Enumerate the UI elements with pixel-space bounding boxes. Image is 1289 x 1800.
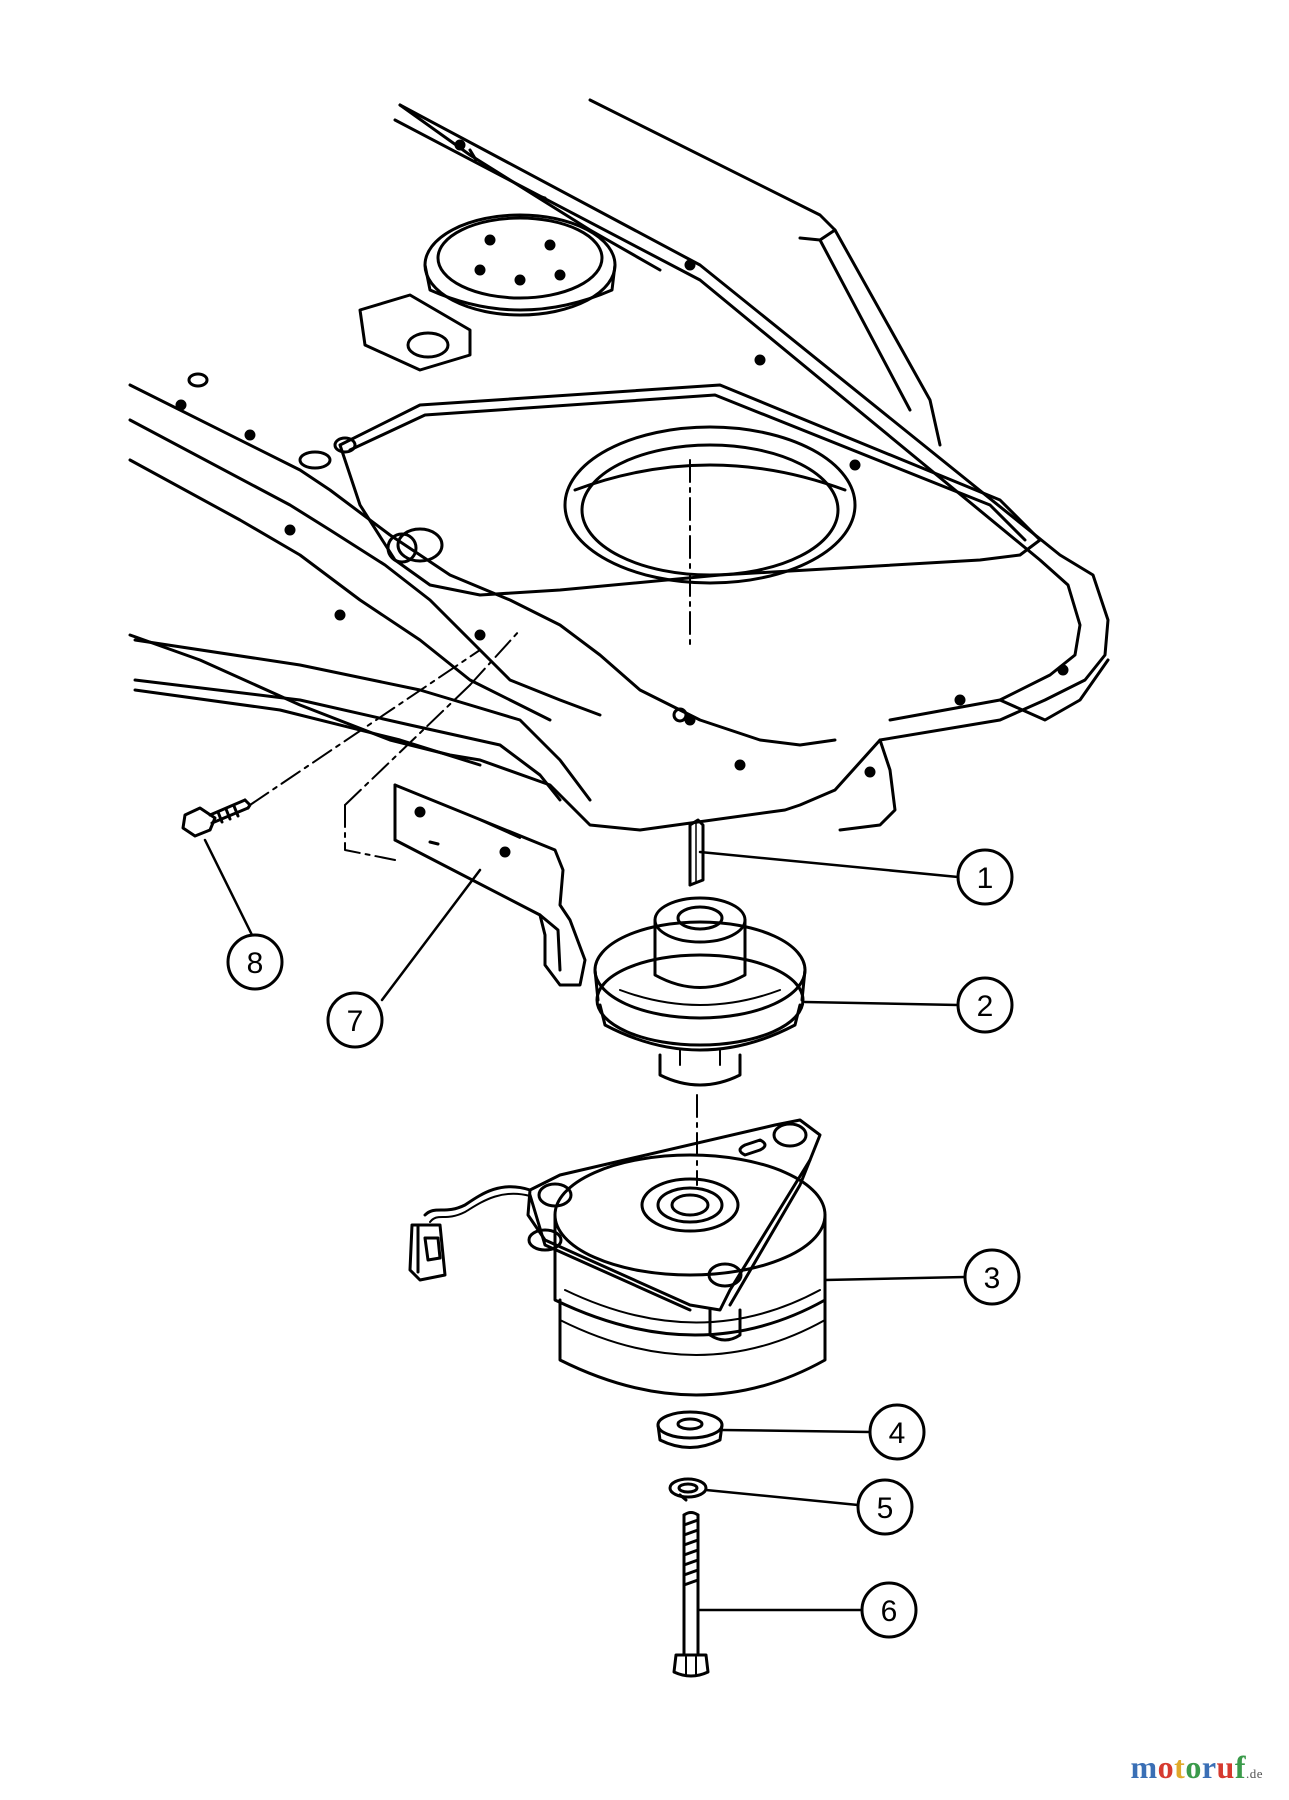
callout-label: 3 (984, 1262, 1001, 1295)
watermark-letter: t (1174, 1749, 1186, 1785)
part-bolt (672, 1511, 710, 1678)
callout-label: 7 (347, 1005, 364, 1038)
callout-1: 1 (956, 848, 1014, 906)
callout-label: 4 (889, 1417, 906, 1450)
callout-5: 5 (856, 1478, 914, 1536)
callout-leaders (203, 838, 967, 1612)
callout-label: 1 (977, 862, 994, 895)
callout-3: 3 (963, 1248, 1021, 1306)
callout-6: 6 (860, 1581, 918, 1639)
part-spacer (656, 1410, 724, 1449)
callout-2: 2 (956, 976, 1014, 1034)
callout-8: 8 (226, 933, 284, 991)
callout-label: 5 (877, 1492, 894, 1525)
watermark-letter: f (1234, 1749, 1246, 1785)
part-lock-washer (668, 1477, 708, 1502)
callout-label: 6 (881, 1595, 898, 1628)
watermark-letter: o (1157, 1749, 1175, 1785)
watermark-letter: u (1216, 1749, 1235, 1785)
watermark-letter: r (1201, 1749, 1217, 1785)
callout-7: 7 (326, 991, 384, 1049)
watermark-suffix: .de (1245, 1766, 1263, 1781)
part-screw (181, 649, 481, 838)
part-pulley (593, 896, 807, 1186)
part-electric-clutch (408, 1118, 827, 1397)
mower-deck (128, 98, 1110, 832)
part-bracket (344, 629, 587, 987)
callout-label: 2 (977, 990, 994, 1023)
watermark-letter: m (1130, 1749, 1158, 1785)
callout-4: 4 (868, 1403, 926, 1461)
callout-label: 8 (247, 947, 264, 980)
watermark-logo: motoruf.de (1131, 1749, 1264, 1786)
watermark-letter: o (1185, 1749, 1202, 1785)
